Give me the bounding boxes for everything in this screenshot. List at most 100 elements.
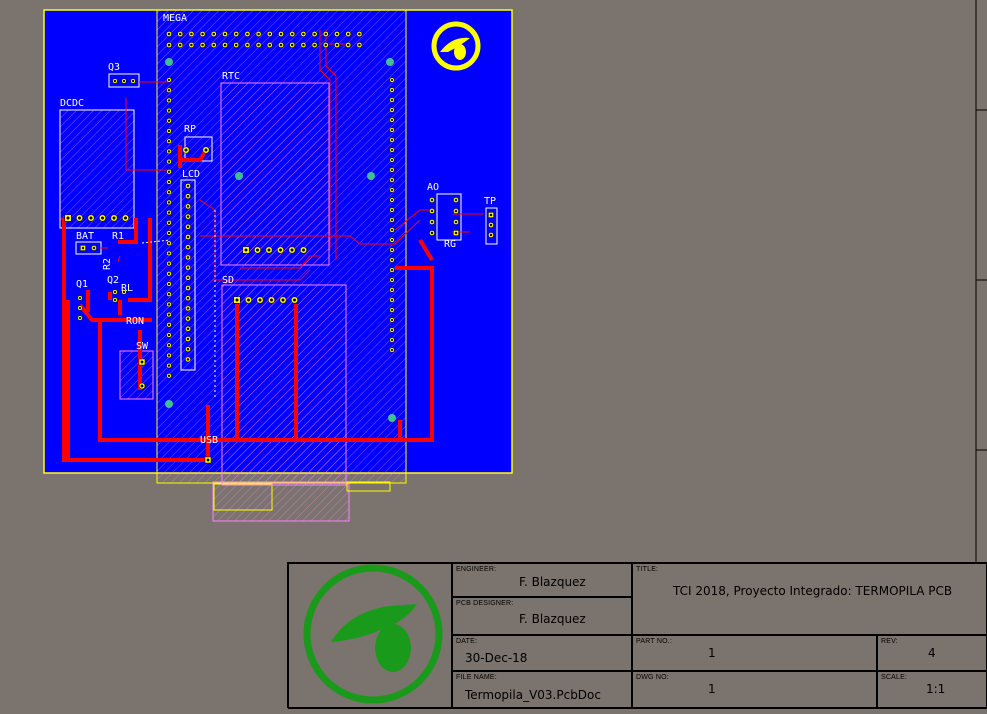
label-rp: RP — [184, 124, 196, 135]
pad-hole — [186, 327, 190, 331]
pad-hole — [390, 198, 394, 202]
pad-hole — [167, 129, 171, 133]
pad-hole — [430, 231, 434, 235]
label-tp: TP — [484, 196, 496, 207]
pad-hole — [184, 148, 188, 152]
title-caption: TITLE: — [636, 566, 659, 573]
pad-hole — [190, 43, 193, 47]
pad-hole — [390, 178, 394, 182]
pad-hole — [167, 323, 171, 327]
pad-hole — [268, 43, 272, 47]
sd-footprint — [221, 284, 347, 486]
lcd-header-footprint — [180, 179, 196, 371]
pad-hole — [122, 79, 126, 83]
tp-footprint — [485, 207, 498, 245]
pad-hole — [390, 338, 394, 342]
pad-hole — [390, 238, 394, 242]
pad-hole — [489, 213, 493, 217]
pad-hole — [122, 290, 126, 294]
pad-hole — [489, 233, 493, 237]
pad-hole — [140, 384, 144, 388]
pad-hole — [430, 209, 434, 213]
pad-hole — [66, 216, 70, 220]
pad-hole — [167, 160, 171, 163]
pad-hole — [324, 32, 328, 36]
pad-hole — [186, 347, 190, 351]
pad-hole — [178, 43, 182, 47]
pad-hole — [167, 354, 171, 357]
label-q2: Q2 — [107, 275, 119, 286]
pad-hole — [167, 211, 171, 214]
label-q1: Q1 — [76, 279, 88, 290]
sd-card-overhang — [212, 481, 350, 522]
pad-hole — [186, 245, 190, 249]
pcb-designer-cell: PCB DESIGNER: F. Blazquez — [452, 597, 632, 635]
pad-hole — [167, 78, 171, 82]
power-traces — [62, 145, 434, 462]
pad-hole — [244, 248, 248, 252]
pad-hole — [167, 364, 171, 367]
pad-hole — [186, 225, 190, 229]
pad-hole — [279, 32, 283, 36]
module-pads — [64, 78, 494, 464]
pad-hole — [335, 43, 339, 47]
file-name-caption: FILE NAME: — [456, 674, 497, 681]
pad-hole — [335, 32, 339, 36]
date-caption: DATE: — [456, 638, 478, 645]
pad-hole — [186, 266, 190, 269]
pad-hole — [167, 333, 171, 337]
label-mega: MEGA — [163, 13, 187, 24]
pad-hole — [268, 32, 272, 36]
pad-hole — [113, 298, 117, 302]
pad-hole — [89, 216, 93, 220]
label-rl: RL — [121, 283, 133, 294]
pad-hole — [167, 313, 171, 316]
pad-hole — [186, 358, 190, 361]
ratsnest-line — [141, 239, 171, 244]
pad-hole — [167, 272, 171, 276]
date-value: 30-Dec-18 — [465, 651, 528, 665]
label-r2: R2 — [102, 258, 113, 270]
pad-hole — [454, 231, 458, 235]
pad-hole — [302, 32, 305, 36]
rev-value: 4 — [928, 646, 936, 660]
pad-hole — [186, 317, 190, 320]
mega-left-pads — [166, 77, 172, 379]
board-logo-icon — [431, 21, 481, 71]
pad-hole — [313, 43, 316, 47]
pad-hole — [167, 221, 171, 225]
pad-hole — [390, 328, 394, 332]
pad-hole — [346, 32, 350, 36]
title-block-logo-cell — [288, 563, 452, 709]
file-name-cell: FILE NAME: Termopila_V03.PcbDoc — [452, 671, 632, 709]
pad-hole — [390, 258, 394, 262]
pad-hole — [186, 205, 190, 208]
pad-hole — [113, 290, 117, 294]
pad-hole — [301, 248, 306, 252]
label-usb: USB — [200, 435, 218, 446]
pad-hole — [204, 148, 208, 152]
label-bat: BAT — [76, 231, 94, 242]
mega-top-header-pads — [166, 31, 363, 48]
pad-hole — [290, 32, 294, 36]
pad-hole — [390, 228, 394, 232]
dwg-no-value: 1 — [708, 682, 716, 696]
pad-hole — [186, 337, 190, 341]
dwg-no-caption: DWG NO: — [636, 674, 669, 681]
pad-hole — [390, 318, 394, 322]
pad-hole — [390, 288, 394, 292]
pad-hole — [454, 220, 458, 224]
label-lcd: LCD — [182, 169, 200, 180]
pad-hole — [167, 190, 171, 194]
pad-hole — [246, 43, 249, 47]
pad-hole — [206, 458, 210, 462]
part-no-value: 1 — [708, 646, 716, 660]
pad-hole — [167, 201, 171, 204]
pad-hole — [81, 246, 85, 250]
title-block: ENGINEER: F. Blazquez PCB DESIGNER: F. B… — [287, 562, 987, 709]
pad-hole — [235, 298, 239, 302]
pad-hole — [78, 306, 82, 310]
pad-hole — [430, 198, 434, 202]
pad-hole — [167, 343, 171, 347]
pad-hole — [77, 216, 82, 220]
